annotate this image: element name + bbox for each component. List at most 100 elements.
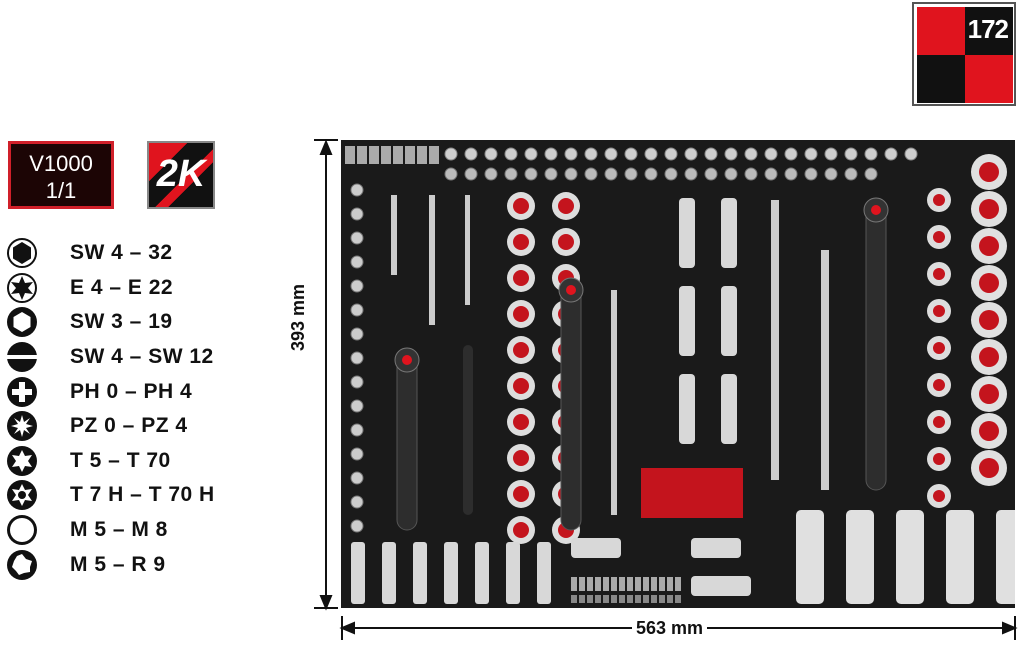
socket [350,303,364,317]
large-deep-socket [846,510,874,604]
deep-socket [382,542,396,604]
legend-item: SW 3 – 19 [6,305,215,340]
small-socket [564,167,578,181]
large-deep-socket [796,510,824,604]
large-deep-socket [946,510,974,604]
extension-bar [391,195,397,275]
small-socket [524,147,538,161]
socket [350,207,364,221]
socket-interior [513,270,529,286]
small-socket [764,167,778,181]
deep-socket [679,286,695,356]
small-socket [784,167,798,181]
socket-interior [558,198,574,214]
small-socket [744,167,758,181]
hex-key-set [641,468,743,518]
puzzle-piece-icon [965,55,1013,103]
small-socket [884,147,898,161]
bit [417,146,427,164]
socket-interior [933,305,945,317]
bit [675,577,681,591]
small-socket [844,147,858,161]
legend-label: PH 0 – PH 4 [70,379,193,403]
socket-interior [513,450,529,466]
socket-interior [933,379,945,391]
small-socket [464,147,478,161]
bit [429,146,439,164]
small-socket [484,167,498,181]
extension-bar [821,250,829,490]
small-socket [824,167,838,181]
bit [635,595,641,603]
bit [595,595,601,603]
large-deep-socket [896,510,924,604]
socket-interior [979,273,999,293]
legend-item: PZ 0 – PZ 4 [6,409,215,444]
bit [627,595,633,603]
small-socket [644,167,658,181]
ratchet-1-2 [865,199,887,491]
socket-interior [513,306,529,322]
socket-interior [979,236,999,256]
legend-item: T 5 – T 70 [6,444,215,479]
socket-interior [979,347,999,367]
socket-interior [933,342,945,354]
hex-socket-icon [7,238,37,269]
small-socket [444,167,458,181]
bit [603,577,609,591]
model-size: 1/1 [45,178,77,203]
bit [651,595,657,603]
small-socket [824,147,838,161]
small-socket [764,147,778,161]
small-socket [904,147,918,161]
ribe-bit-icon [7,549,37,580]
socket-interior [933,453,945,465]
legend-item: M 5 – M 8 [6,513,215,548]
extension-bar [429,195,435,325]
torx-bit-icon [7,445,37,476]
small-socket [444,147,458,161]
legend-label: M 5 – R 9 [70,552,166,576]
legend-item: SW 4 – 32 [6,236,215,271]
socket-interior [979,384,999,404]
piece-count: 172 [967,14,1009,44]
e-torx-socket-icon [7,272,37,303]
ratchet-1-4 [396,349,418,531]
small-socket [844,167,858,181]
legend-item: PH 0 – PH 4 [6,374,215,409]
bit [571,595,577,603]
small-socket [504,147,518,161]
bit [603,595,609,603]
small-socket [624,147,638,161]
socket [350,519,364,533]
socket-interior [979,162,999,182]
component-badge: 2K [147,141,215,209]
socket [350,399,364,413]
phillips-bit-icon [7,376,37,407]
small-socket [864,167,878,181]
bit [405,146,415,164]
pozidriv-bit-icon [7,411,37,442]
socket [350,255,364,269]
legend-label: SW 4 – 32 [70,241,173,265]
small-socket [664,147,678,161]
bit [595,577,601,591]
legend-label: T 5 – T 70 [70,448,171,472]
legend-label: E 4 – E 22 [70,275,174,299]
bit [667,577,673,591]
legend-label: M 5 – M 8 [70,518,168,542]
bit [579,577,585,591]
puzzle-piece-icon [965,7,1013,55]
legend-item: T 7 H – T 70 H [6,478,215,513]
bit [651,577,657,591]
deep-socket [721,286,737,356]
socket-interior [513,378,529,394]
bit [381,146,391,164]
socket-interior [979,199,999,219]
legend-label: PZ 0 – PZ 4 [70,414,188,438]
small-socket [664,167,678,181]
socket [350,423,364,437]
spark-plug-socket [691,538,741,558]
width-dimension: 563 mm [632,618,708,639]
